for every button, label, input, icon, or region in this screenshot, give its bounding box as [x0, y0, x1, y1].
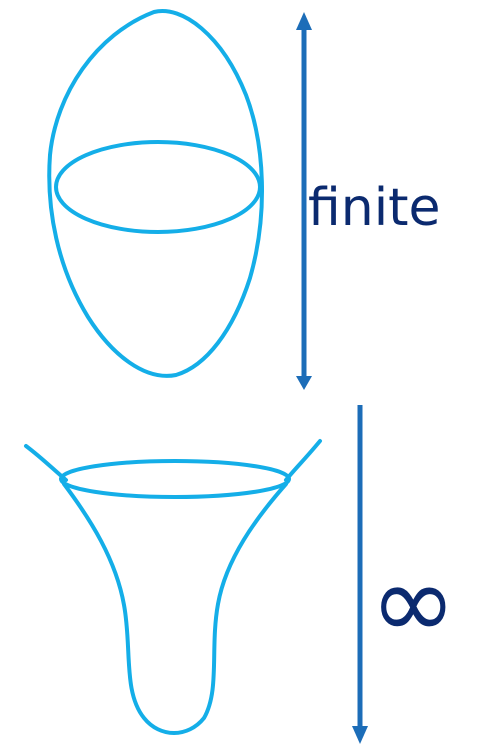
finite-shape-cross-section — [56, 142, 260, 232]
finite-shape — [49, 11, 262, 376]
finite-arrow-bottom-head — [296, 376, 312, 390]
infinite-shape-top-ring — [61, 461, 289, 497]
infinite-shape — [26, 441, 320, 733]
infinite-shape-left-flare — [26, 446, 66, 480]
infinite-arrow-bottom-head — [352, 726, 368, 744]
finite-shape-outline — [49, 11, 262, 376]
infinity-label: ∞ — [370, 550, 457, 654]
infinite-height-arrow — [352, 405, 368, 744]
finite-label: finite — [308, 182, 441, 234]
finite-arrow-top-head — [296, 12, 312, 30]
infinite-shape-right-flare — [286, 441, 320, 480]
infinite-shape-body — [64, 484, 286, 733]
